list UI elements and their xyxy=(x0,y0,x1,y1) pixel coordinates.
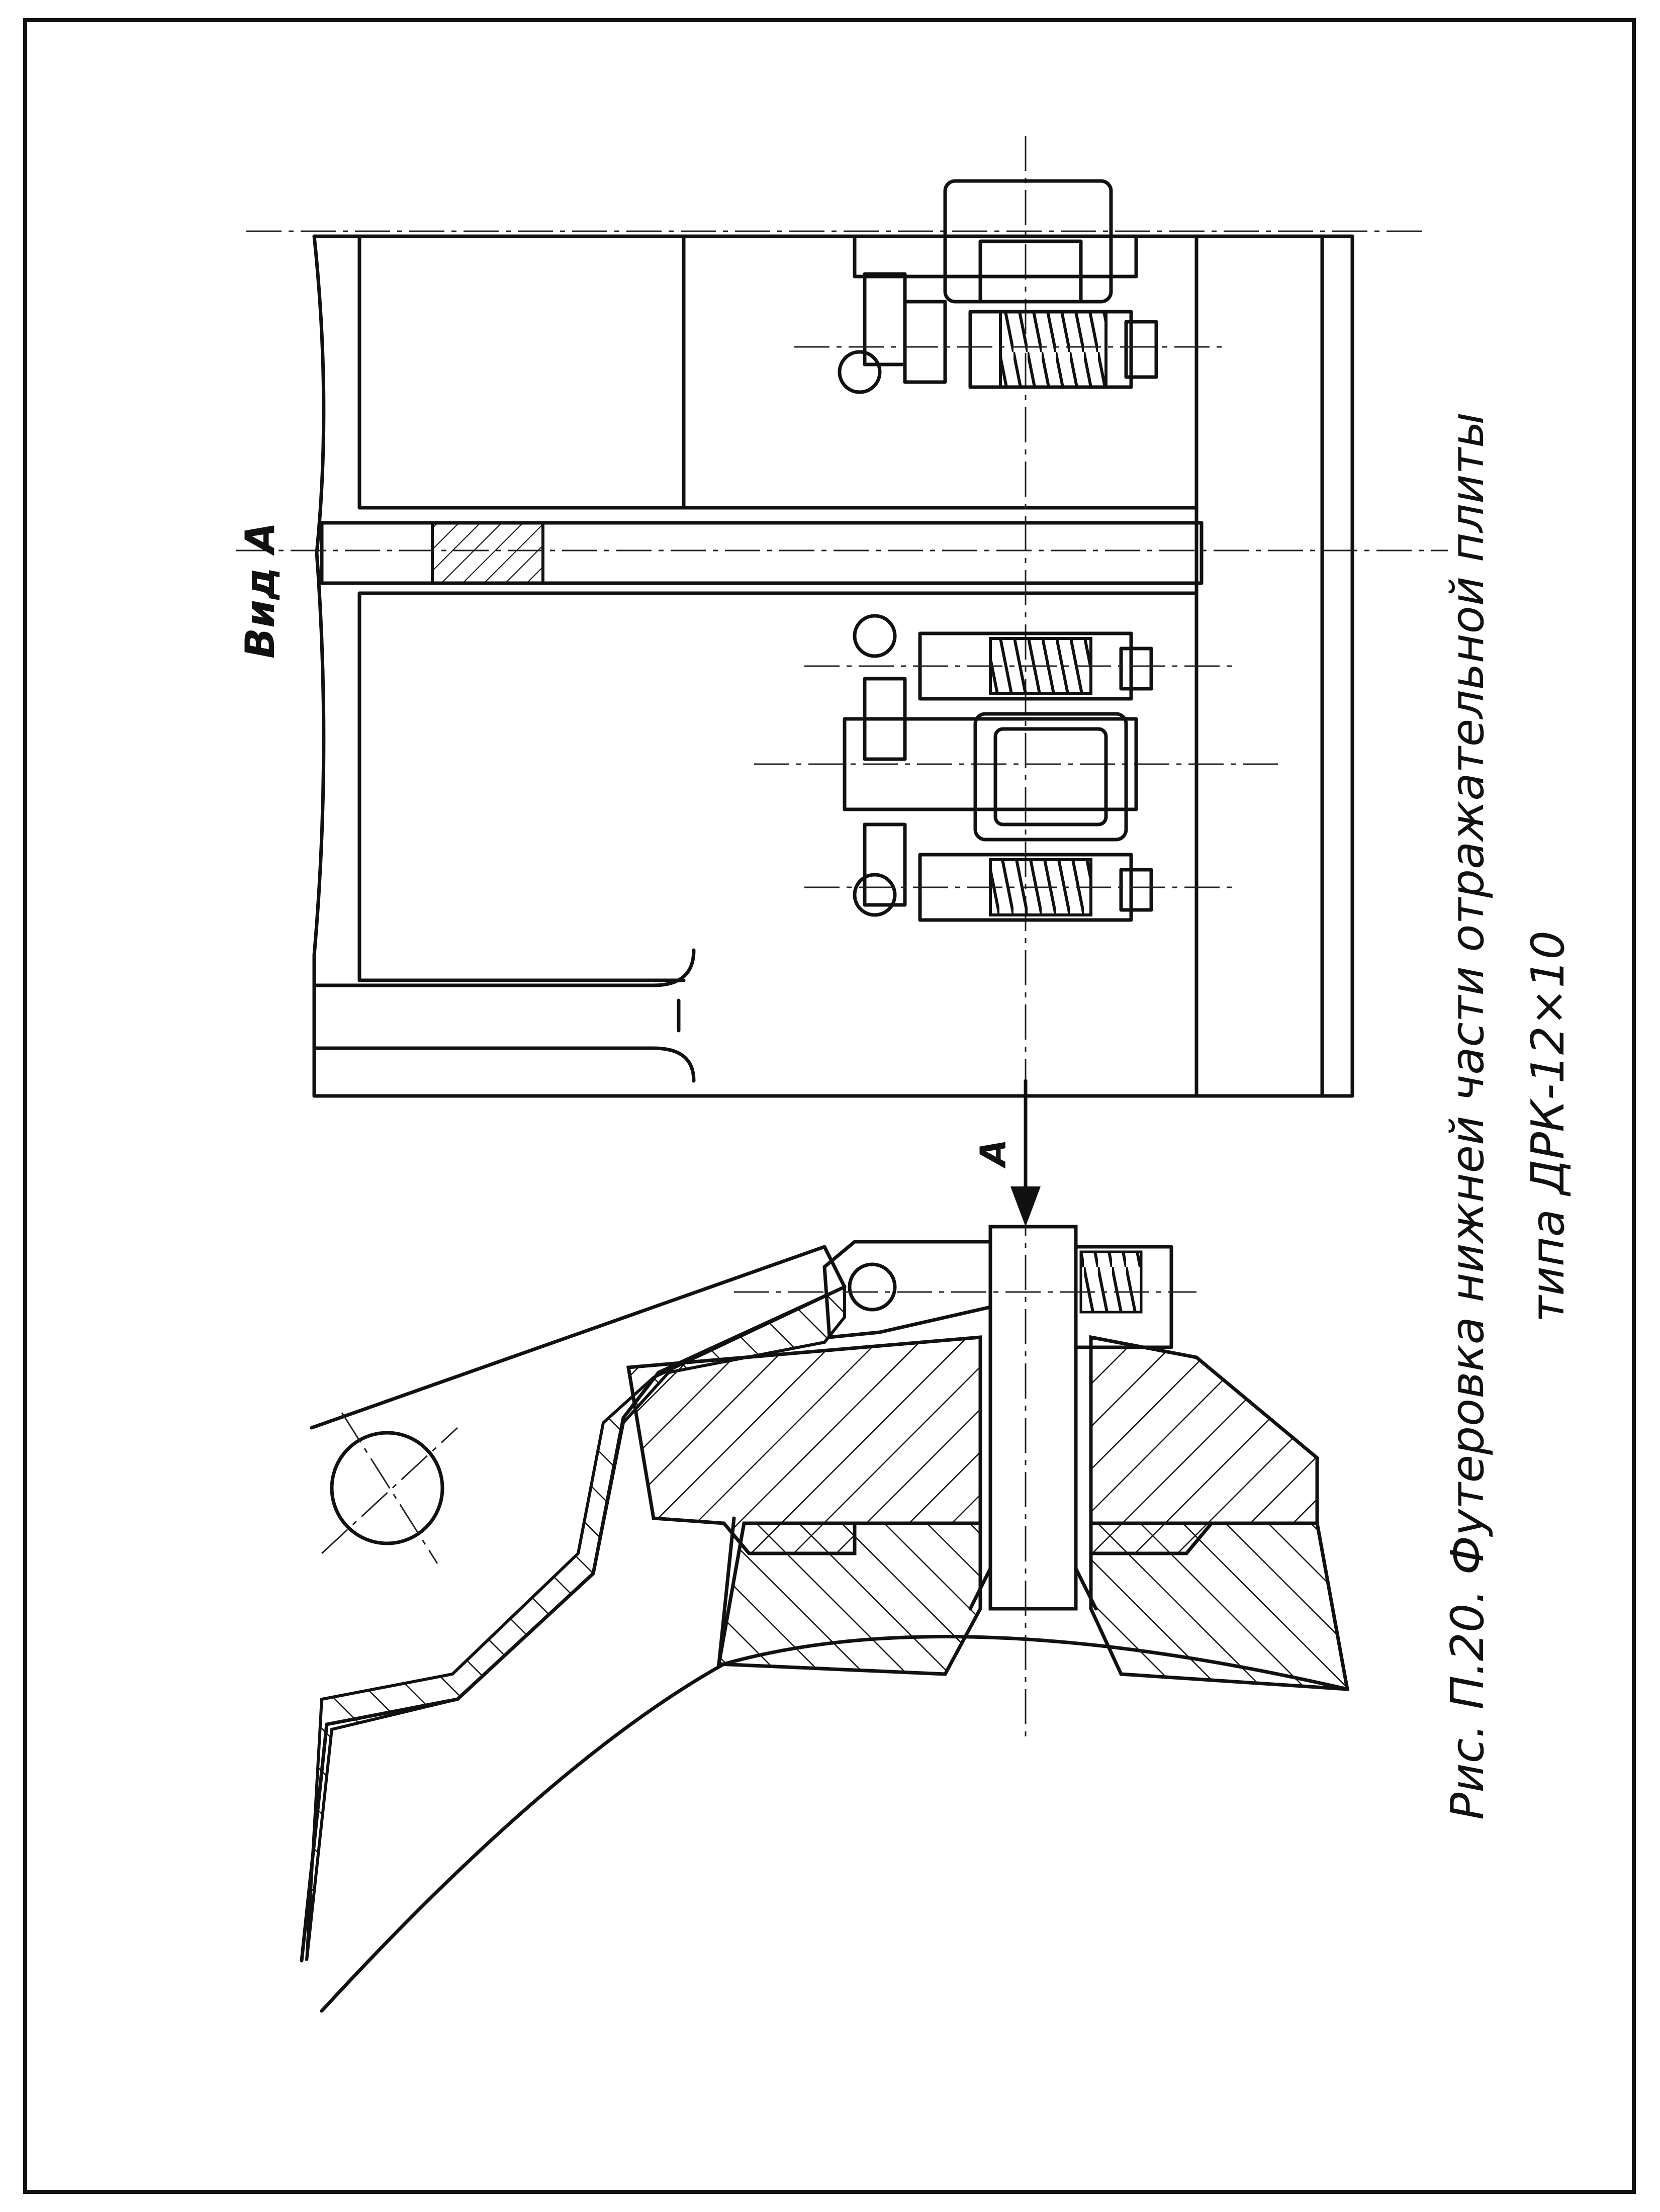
bolt xyxy=(988,1225,1078,1611)
spring-unit-1 xyxy=(804,614,1237,701)
liner-left xyxy=(626,1335,982,1555)
view-a-drawing: Вид А xyxy=(236,136,1448,1202)
liner-lower-right xyxy=(1089,1521,1350,1691)
section-drawing: А xyxy=(300,1079,1350,2013)
liner-lower-left xyxy=(716,1521,982,1676)
arrow-a-label: А xyxy=(973,1139,1014,1169)
frame-hatch xyxy=(305,1284,846,1961)
caption-line-1: Рис. П.20. Футеровка нижней части отража… xyxy=(1441,412,1494,1820)
liner-right xyxy=(1089,1335,1319,1555)
caption-line-2: типа ДРК-12×10 xyxy=(1522,931,1575,1322)
spring-unit-2 xyxy=(804,853,1237,922)
clamp-unit-top xyxy=(794,179,1227,394)
view-a-label: Вид А xyxy=(237,522,284,659)
rib-hatch xyxy=(431,521,544,585)
clamp-unit-middle xyxy=(843,677,1138,907)
sheet-border xyxy=(23,18,1636,2194)
